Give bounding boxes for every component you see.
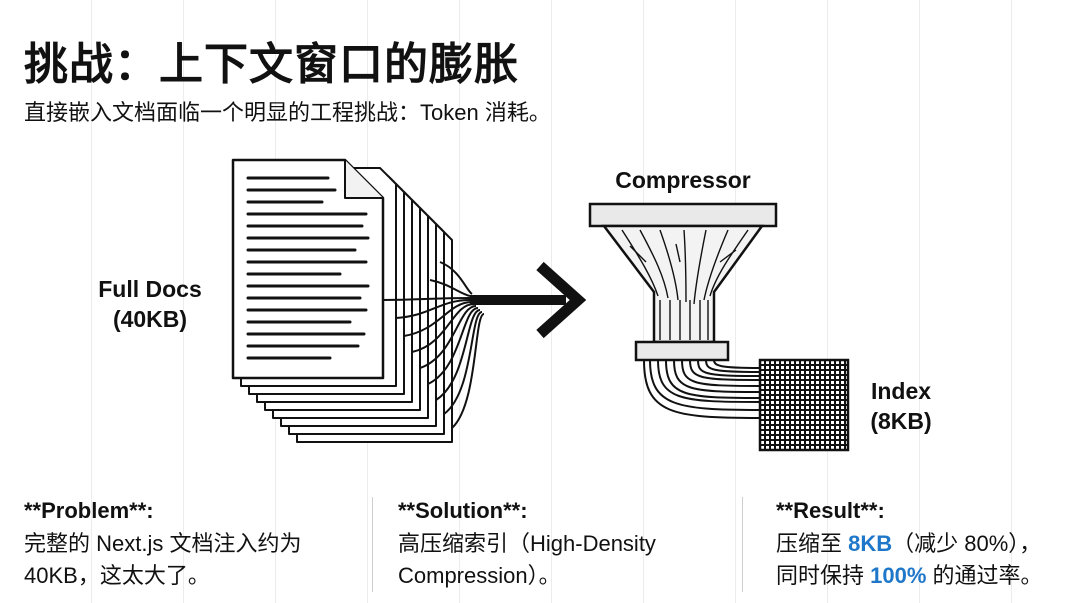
column-divider [372,497,373,592]
result-column: **Result**: 压缩至 8KB（减少 80%）， 同时保持 100% 的… [776,495,1066,592]
result-text-line1: 压缩至 8KB（减少 80%）， [776,528,1066,560]
page-title: 挑战：上下文窗口的膨胀 [24,40,519,89]
result-heading: **Result**: [776,498,885,523]
index-label: Index (8KB) [856,376,946,436]
result-pass-rate-highlight: 100% [870,563,927,588]
full-docs-name: Full Docs [98,276,202,302]
result-size-highlight: 8KB [848,531,893,556]
index-size: (8KB) [870,408,932,434]
document-text-lines [246,176,370,360]
funnel-bottom-rim [634,340,730,362]
result-text: 同时保持 [776,563,871,588]
solution-text-line2: Compression）。 [398,563,561,588]
solution-heading: **Solution**: [398,498,528,523]
result-text: （减少 80%）， [892,531,1042,556]
solution-column: **Solution**: 高压缩索引（High-Density Compres… [398,495,718,592]
problem-column: **Problem**: 完整的 Next.js 文档注入约为 40KB，这太大… [24,495,354,592]
arrow-right-icon [470,261,587,339]
funnel-top-rim [588,202,778,228]
problem-text-line1: 完整的 Next.js 文档注入约为 [24,531,302,556]
index-block [758,358,850,452]
result-text: 的通过率。 [926,563,1043,588]
solution-text-line1: 高压缩索引（High-Density [398,531,656,556]
compressor-label: Compressor [615,167,751,193]
full-docs-label: Full Docs (40KB) [88,274,212,334]
compressor-funnel [588,202,778,362]
problem-text-line2: 40KB，这太大了。 [24,563,210,588]
output-strands [643,359,761,419]
result-text: 压缩至 [776,531,849,556]
column-divider [742,497,743,592]
data-strands [382,261,485,429]
result-text-line2: 同时保持 100% 的通过率。 [776,560,1066,592]
page-subtitle: 直接嵌入文档面临一个明显的工程挑战：Token 消耗。 [24,100,551,125]
problem-heading: **Problem**: [24,498,154,523]
page-fold [344,160,383,199]
index-name: Index [870,378,932,404]
full-docs-size: (40KB) [112,306,188,332]
